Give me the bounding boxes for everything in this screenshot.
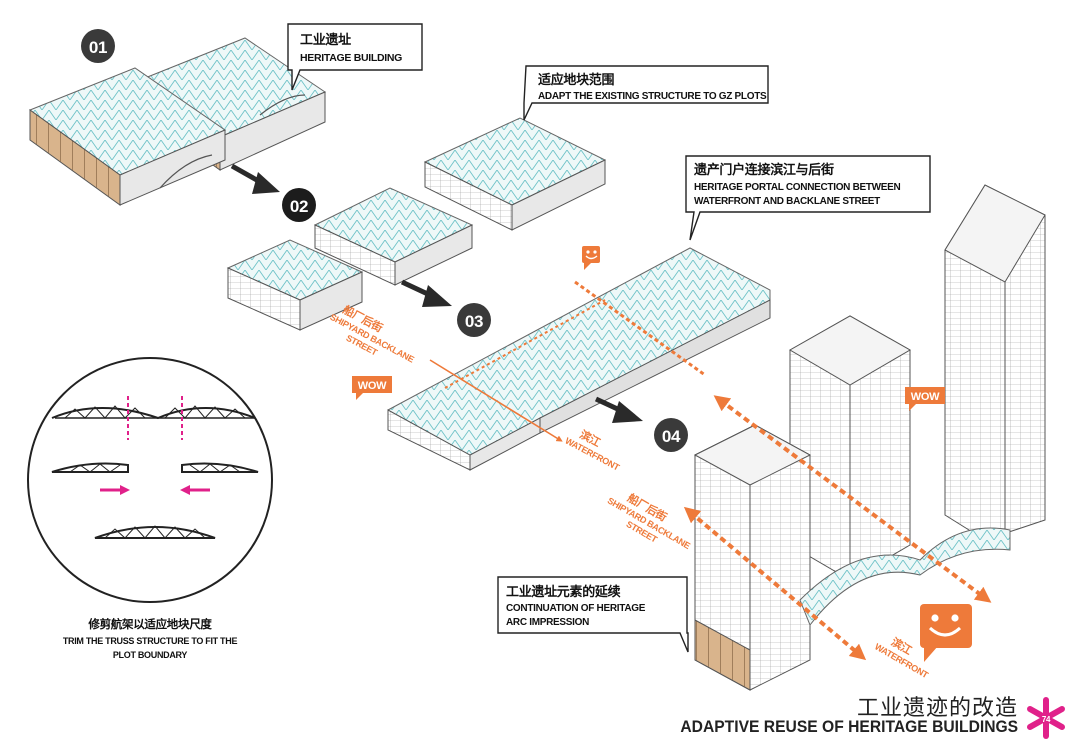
- adapted-blocks: [226, 117, 607, 331]
- footer-title-cn: 工业遗迹的改造: [856, 696, 1018, 721]
- waterfront-route: [683, 395, 992, 661]
- portal-path-1: [574, 280, 706, 377]
- svg-text:遗产门户连接滨江与后街: 遗产门户连接滨江与后街: [693, 162, 834, 177]
- callout-heritage-building: 工业遗址 HERITAGE BUILDING: [287, 23, 423, 91]
- svg-text:HERITAGE PORTAL CONNECTION BET: HERITAGE PORTAL CONNECTION BETWEEN: [694, 182, 901, 193]
- callout-portal-connection: 遗产门户连接滨江与后街 HERITAGE PORTAL CONNECTION B…: [685, 155, 931, 241]
- flow-arrow-2: [400, 279, 452, 307]
- wow-tag-left: WOW: [352, 376, 392, 400]
- tower-cluster: [693, 184, 1046, 691]
- truss-trim-caption: 修剪航架以适应地块尺度 TRIM THE TRUSS STRUCTURE TO …: [63, 617, 238, 660]
- svg-text:适应地块范围: 适应地块范围: [538, 72, 615, 87]
- svg-text:01: 01: [89, 38, 107, 57]
- svg-text:PLOT BOUNDARY: PLOT BOUNDARY: [113, 650, 188, 660]
- flow-arrow-1: [230, 163, 280, 194]
- svg-text:ADAPT THE EXISTING STRUCTURE T: ADAPT THE EXISTING STRUCTURE TO GZ PLOTS: [538, 91, 767, 102]
- page-number: 74: [1042, 715, 1051, 724]
- truss-trim-inset: [27, 357, 273, 603]
- smiley-icon-small: [582, 246, 600, 270]
- callout-continuation: 工业遗址元素的延续 CONTINUATION OF HERITAGE ARC I…: [497, 576, 689, 653]
- heritage-halls: [28, 37, 327, 206]
- portal-path-2: [429, 359, 563, 442]
- svg-text:CONTINUATION OF HERITAGE: CONTINUATION OF HERITAGE: [506, 603, 646, 614]
- shipyard-label-right: 船厂后街 SHIPYARD BACKLANE STREET: [606, 490, 692, 551]
- step-badge-02: 02: [282, 188, 316, 222]
- wow-tag-right: WOW: [905, 387, 945, 411]
- flow-arrow-3: [594, 396, 643, 423]
- svg-text:ARC IMPRESSION: ARC IMPRESSION: [506, 617, 589, 628]
- smiley-icon-large: [920, 604, 972, 662]
- step-badge-01: 01: [81, 29, 115, 63]
- svg-text:修剪航架以适应地块尺度: 修剪航架以适应地块尺度: [87, 617, 212, 631]
- waterfront-label-mid: 滨江 WATERFRONT: [563, 427, 621, 473]
- brand-star-icon: 74: [1027, 697, 1065, 739]
- svg-text:WOW: WOW: [358, 380, 387, 392]
- svg-text:工业遗址元素的延续: 工业遗址元素的延续: [506, 584, 621, 599]
- svg-text:WOW: WOW: [911, 391, 940, 403]
- portal-path-3: [444, 299, 606, 389]
- svg-text:工业遗址: 工业遗址: [300, 32, 351, 47]
- footer-title-en: ADAPTIVE REUSE OF HERITAGE BUILDINGS: [680, 717, 1018, 736]
- svg-text:TRIM THE TRUSS STRUCTURE TO FI: TRIM THE TRUSS STRUCTURE TO FIT THE: [63, 636, 238, 646]
- svg-text:03: 03: [465, 312, 483, 331]
- step-badge-03: 03: [457, 303, 491, 337]
- svg-text:HERITAGE BUILDING: HERITAGE BUILDING: [300, 52, 402, 64]
- callout-adapt-plots: 适应地块范围 ADAPT THE EXISTING STRUCTURE TO G…: [523, 65, 769, 121]
- svg-text:04: 04: [662, 427, 681, 446]
- step-badge-04: 04: [654, 418, 688, 452]
- svg-text:02: 02: [290, 197, 308, 216]
- svg-text:WATERFRONT AND BACKLANE STREET: WATERFRONT AND BACKLANE STREET: [694, 196, 880, 207]
